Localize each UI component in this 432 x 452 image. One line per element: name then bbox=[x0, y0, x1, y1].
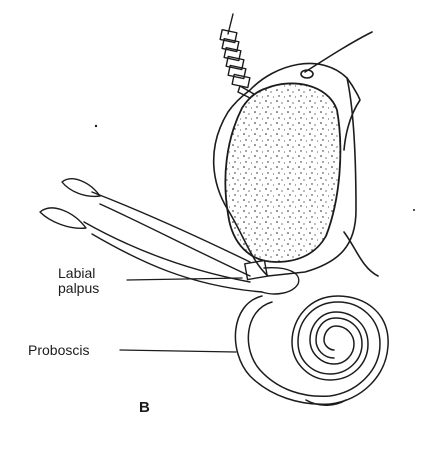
ocellus bbox=[300, 69, 314, 79]
labial-palpus-leader bbox=[126, 277, 243, 281]
panel-letter: B bbox=[139, 399, 150, 416]
labial-palpus-label-line-2: palpus bbox=[58, 280, 100, 296]
proboscis-leader bbox=[119, 349, 237, 353]
labial-palpus-label-line-1: Labial bbox=[58, 265, 96, 281]
print-speck bbox=[94, 124, 98, 128]
antenna bbox=[219, 13, 255, 99]
print-speck bbox=[413, 209, 415, 211]
thorax-outline bbox=[304, 31, 379, 277]
proboscis-coil bbox=[234, 295, 389, 406]
palp-tip-lower bbox=[39, 207, 87, 229]
palp-tip-upper bbox=[61, 178, 101, 198]
labial-palp bbox=[39, 178, 300, 295]
labial-palpus-label: Labial palpus bbox=[58, 266, 99, 295]
compound-eye bbox=[224, 82, 342, 263]
proboscis-label: Proboscis bbox=[28, 342, 90, 358]
